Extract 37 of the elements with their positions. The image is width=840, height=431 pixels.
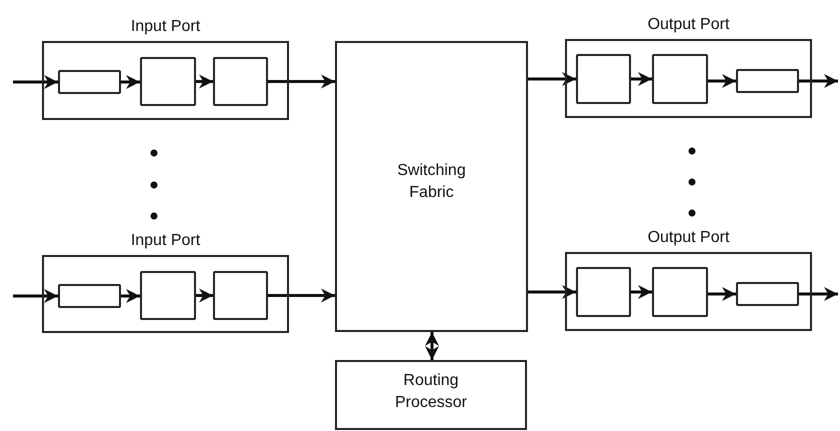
arrow <box>708 287 736 301</box>
arrow <box>708 74 736 88</box>
process-box <box>652 54 708 104</box>
arrow <box>196 288 213 302</box>
process-box <box>140 271 196 320</box>
buffer-box <box>736 69 799 93</box>
process-box <box>213 271 268 320</box>
process-box <box>576 54 631 104</box>
box-label: Switching Fabric <box>396 160 467 202</box>
arrow <box>268 288 335 302</box>
arrow <box>631 72 652 86</box>
process-box <box>140 57 196 106</box>
arrow <box>268 74 335 88</box>
arrow <box>196 74 213 88</box>
arrow <box>121 289 140 303</box>
port-title: Output Port <box>648 228 730 248</box>
arrow <box>799 287 838 301</box>
port-title: Output Port <box>648 15 730 35</box>
port-title: Input Port <box>130 17 200 37</box>
double-arrow <box>425 332 439 360</box>
port-title: Input Port <box>130 231 200 251</box>
arrow <box>799 74 838 88</box>
arrow <box>528 285 576 299</box>
process-box <box>576 267 631 317</box>
process-box <box>213 57 268 106</box>
buffer-box <box>58 70 121 94</box>
arrow <box>13 289 58 303</box>
arrow <box>631 285 652 299</box>
arrow <box>121 75 140 89</box>
arrow <box>528 72 576 86</box>
arrow <box>13 75 58 89</box>
buffer-box <box>736 282 799 306</box>
box-label: Routing Processor <box>394 371 468 413</box>
buffer-box <box>58 284 121 308</box>
process-box <box>652 267 708 317</box>
process-box <box>335 41 528 332</box>
process-box <box>335 360 527 430</box>
